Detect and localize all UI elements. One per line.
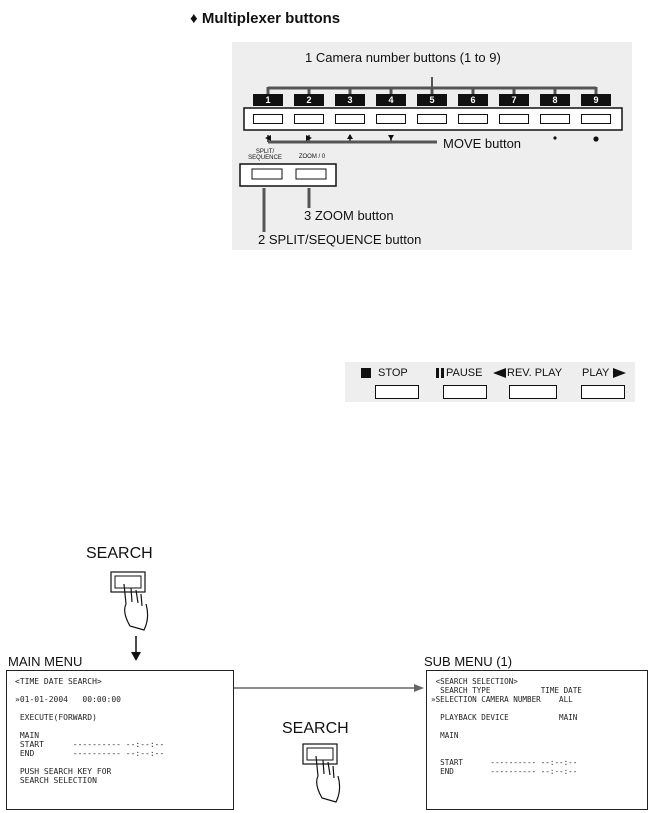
- camera-6-key-label: 6: [458, 94, 488, 106]
- rev-play-button[interactable]: [509, 385, 557, 399]
- split-sequence-button[interactable]: [252, 169, 282, 179]
- search-button-top[interactable]: [110, 570, 160, 640]
- camera-6-button[interactable]: [458, 114, 488, 124]
- camera-7-button[interactable]: [499, 114, 529, 124]
- stop-button[interactable]: [375, 385, 419, 399]
- zoom-button-label: 3 ZOOM button: [304, 208, 394, 223]
- pressing-hand-icon: [315, 755, 341, 803]
- main-menu-content: <TIME DATE SEARCH> »01-01-2004 00:00:00 …: [15, 677, 165, 785]
- sub-menu-screen: <SEARCH SELECTION> SEARCH TYPE TIME DATE…: [426, 670, 648, 810]
- camera-2-button[interactable]: [294, 114, 324, 124]
- camera-5-button[interactable]: [417, 114, 447, 124]
- play-label: PLAY: [582, 367, 610, 379]
- search-button-middle[interactable]: [302, 742, 352, 812]
- rev-play-label: REV. PLAY: [507, 367, 563, 379]
- connector-lines: [239, 77, 623, 232]
- stop-icon: [361, 368, 371, 378]
- search-label-top: SEARCH: [86, 545, 153, 562]
- menu-transition-arrow: [234, 684, 424, 692]
- move-button-label: MOVE button: [443, 136, 522, 151]
- camera-8-key-label: 8: [540, 94, 570, 106]
- pause-icon: [436, 368, 439, 378]
- play-button[interactable]: [581, 385, 625, 399]
- zoom-small-label: ZOOM / 0: [298, 154, 326, 160]
- camera-8-button[interactable]: [540, 114, 570, 124]
- camera-buttons-label: 1 Camera number buttons (1 to 9): [305, 50, 501, 65]
- split-sequence-small-label: SPLIT/ SEQUENCE: [248, 149, 282, 161]
- main-menu-screen: <TIME DATE SEARCH> »01-01-2004 00:00:00 …: [6, 670, 234, 810]
- zoom-button[interactable]: [296, 169, 326, 179]
- camera-7-key-label: 7: [499, 94, 529, 106]
- camera-3-button[interactable]: [335, 114, 365, 124]
- down-arrow-icon: [131, 636, 141, 661]
- camera-5-key-label: 5: [417, 94, 447, 106]
- camera-1-button[interactable]: [253, 114, 283, 124]
- camera-2-key-label: 2: [294, 94, 324, 106]
- pause-label: PAUSE: [446, 367, 483, 379]
- camera-4-key-label: 4: [376, 94, 406, 106]
- play-icon: [613, 368, 626, 378]
- rev-play-icon: [493, 368, 506, 378]
- search-label-middle: SEARCH: [282, 720, 349, 737]
- camera-9-key-label: 9: [581, 94, 611, 106]
- pause-button[interactable]: [443, 385, 487, 399]
- sub-menu-title: SUB MENU (1): [424, 654, 513, 669]
- split-sequence-button-label: 2 SPLIT/SEQUENCE button: [258, 232, 422, 247]
- camera-4-button[interactable]: [376, 114, 406, 124]
- main-menu-title: MAIN MENU: [8, 654, 83, 669]
- sub-menu-content: <SEARCH SELECTION> SEARCH TYPE TIME DATE…: [431, 677, 582, 776]
- section-heading: ♦ Multiplexer buttons: [190, 10, 341, 27]
- camera-3-key-label: 3: [335, 94, 365, 106]
- camera-1-key-label: 1: [253, 94, 283, 106]
- pressing-hand-icon: [123, 583, 149, 631]
- stop-label: STOP: [378, 367, 408, 379]
- camera-9-button[interactable]: [581, 114, 611, 124]
- multiplexer-diagram: 1 Camera number buttons (1 to 9) 1 2 3 4…: [232, 42, 632, 250]
